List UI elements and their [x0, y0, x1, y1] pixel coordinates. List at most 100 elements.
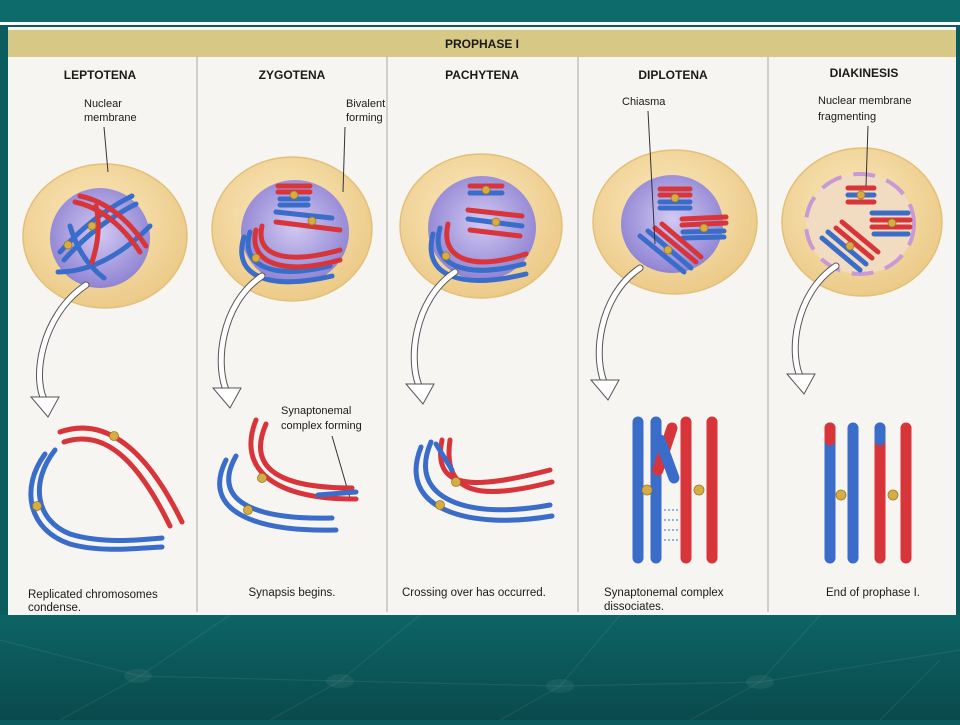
- synaptonemal-segment: [315, 489, 359, 498]
- centromere: [693, 484, 705, 496]
- header-title: PROPHASE I: [445, 37, 519, 51]
- network-line: [59, 614, 231, 721]
- chromosome-strand: [444, 221, 529, 265]
- chromosome-strand: [72, 199, 143, 255]
- centromere: [307, 216, 317, 226]
- caption-diplotena-line1: Synaptonemal complex: [604, 587, 724, 599]
- network-node: [326, 674, 354, 688]
- chromosome-strand: [679, 214, 729, 222]
- label-membrane-fragmenting-line1: Nuclear membrane: [818, 95, 912, 107]
- chromosome-strand: [258, 223, 343, 260]
- chromosomes-zygotena: [217, 417, 359, 533]
- label-synaptonemal-forming-line1: Synaptonemal: [281, 405, 351, 417]
- arrow-pachytena: [404, 268, 459, 405]
- centromere: [670, 193, 680, 203]
- arrow-head: [785, 373, 816, 395]
- chromosome-strand: [245, 229, 333, 274]
- centromere: [856, 190, 866, 200]
- caption-pachytena: Crossing over has occurred.: [402, 587, 546, 599]
- label-bivalent-forming-line1: Bivalent: [346, 98, 385, 110]
- label-membrane-fragmenting-line2: fragmenting: [818, 111, 876, 123]
- network-node: [746, 675, 774, 689]
- bottom-nodes: [124, 669, 774, 693]
- chromosome-strand: [248, 417, 359, 502]
- centromere: [289, 190, 299, 200]
- chromosome-strand: [652, 225, 699, 265]
- label-synaptonemal-forming-line2: complex forming: [281, 420, 362, 432]
- chromosomes-pachytena: [413, 437, 555, 523]
- top-separator: [0, 22, 960, 25]
- caption-leptotena-line2: condense.: [28, 602, 81, 614]
- chromosome-strand: [77, 193, 149, 249]
- arrow-head: [589, 379, 620, 401]
- nucleus: [621, 175, 723, 273]
- chromosome-strand: [57, 425, 185, 525]
- pointer-nuclear-membrane: [103, 126, 109, 173]
- arrow-shaft-fill: [411, 269, 458, 393]
- arrow-diakinesis: [785, 262, 840, 395]
- chromosome-strand: [435, 225, 527, 273]
- pointer-membrane-fragmenting: [865, 125, 869, 187]
- cell-diakinesis: [781, 147, 943, 297]
- chromosome-strand: [637, 233, 687, 275]
- cell-diplotena: [592, 149, 758, 295]
- network-line: [689, 614, 821, 721]
- chromosome-strand: [258, 421, 355, 491]
- network-line: [499, 614, 621, 721]
- chromosome-strand: [226, 453, 335, 521]
- arrow-head: [29, 396, 60, 418]
- centromere: [109, 431, 119, 441]
- centromere: [451, 477, 461, 487]
- stage-title-leptotena: LEPTOTENA: [64, 68, 137, 82]
- nuclear-membrane-fragments: [804, 172, 916, 276]
- cell-pachytena: [399, 153, 563, 299]
- centromere: [845, 241, 855, 251]
- chromosome-strand: [659, 221, 704, 260]
- chromosome-strand: [465, 207, 525, 219]
- cell-zygotena: [211, 156, 373, 302]
- arrow-diplotena: [589, 264, 644, 401]
- chromosomes-leptotena: [28, 425, 185, 552]
- chromosome-strand: [819, 235, 863, 273]
- arrow-shaft-fill: [596, 265, 643, 389]
- network-line: [0, 639, 960, 687]
- network-node: [546, 679, 574, 693]
- caption-zygotena: Synapsis begins.: [249, 587, 336, 599]
- crossover-segment: [433, 441, 455, 473]
- chromosome-strand: [446, 437, 555, 495]
- network-node: [124, 669, 152, 683]
- chromosome-strand: [61, 436, 173, 529]
- centromere: [835, 489, 847, 501]
- arrow-shaft-fill: [37, 282, 89, 406]
- label-nuclear-membrane-line1: Nuclear: [84, 98, 122, 110]
- label-bivalent-forming-line2: forming: [346, 112, 383, 124]
- arrow-head: [404, 383, 435, 405]
- chromosome-strand: [467, 227, 523, 239]
- chromosome-strand: [273, 209, 335, 221]
- chromosome-strand: [89, 203, 101, 265]
- chromosome-strand: [37, 447, 165, 543]
- centromere: [251, 253, 261, 263]
- arrow-zygotena: [211, 272, 266, 409]
- network-line: [269, 614, 421, 721]
- chromosome-strand: [67, 223, 107, 281]
- chromosome-strand: [839, 219, 881, 255]
- centromere: [481, 185, 491, 195]
- chromosome-strand: [680, 234, 727, 241]
- chromosome-strand: [833, 225, 875, 261]
- label-chiasma: Chiasma: [622, 96, 666, 108]
- centromere: [887, 218, 897, 228]
- stage-title-diplotena: DIPLOTENA: [638, 68, 708, 82]
- synaptonemal-remnant: [664, 509, 680, 541]
- stage-title-pachytena: PACHYTENA: [445, 68, 519, 82]
- bottom-band: [0, 615, 960, 720]
- caption-diakinesis: End of prophase I.: [826, 587, 920, 599]
- header-bar: [8, 30, 956, 57]
- chromosome-strand: [273, 219, 343, 233]
- centromere: [243, 505, 253, 515]
- arrow-shaft-fill: [792, 263, 839, 383]
- centromere: [435, 500, 445, 510]
- arrow-shaft-fill: [218, 273, 265, 397]
- arrow-leptotena: [29, 281, 90, 418]
